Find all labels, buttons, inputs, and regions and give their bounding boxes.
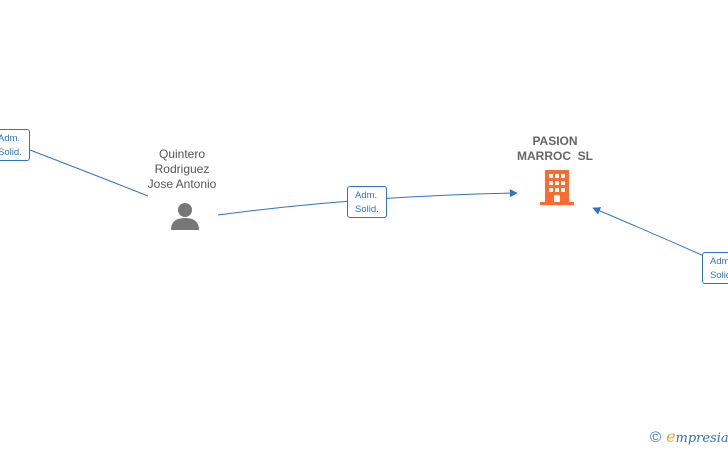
person-node-label[interactable]: Quintero Rodriguez Jose Antonio bbox=[132, 147, 232, 192]
edge-label-line: Adm. bbox=[710, 256, 728, 267]
person-icon[interactable] bbox=[170, 202, 200, 230]
edge-label-line: Solid. bbox=[710, 270, 728, 281]
edge-label-person-company[interactable]: Adm. Solid. bbox=[347, 186, 387, 218]
copyright-symbol: © bbox=[650, 429, 662, 446]
edge-label-line: Solid. bbox=[0, 147, 22, 158]
person-name-line: Rodriguez bbox=[154, 162, 210, 176]
edge-label-right[interactable]: Adm. Solid. bbox=[702, 252, 728, 284]
building-icon[interactable] bbox=[540, 170, 574, 205]
person-name-line: Quintero bbox=[158, 147, 206, 161]
edge-label-left[interactable]: Adm. Solid. bbox=[0, 129, 30, 161]
edge-label-line: Solid. bbox=[355, 204, 379, 215]
company-name-line: MARROC SL bbox=[517, 149, 593, 163]
empresia-logo: empresia bbox=[666, 427, 728, 446]
edge-label-line: Adm. bbox=[355, 190, 378, 201]
empresia-watermark: © empresia bbox=[650, 427, 728, 448]
company-name-line: PASION bbox=[532, 134, 578, 148]
company-node-label[interactable]: PASION MARROC SL bbox=[500, 134, 610, 164]
edge-left-to-person bbox=[29, 149, 149, 197]
person-name-line: Jose Antonio bbox=[147, 177, 217, 191]
edge-label-line: Adm. bbox=[0, 133, 21, 144]
edge-right-to-company bbox=[592, 207, 705, 257]
